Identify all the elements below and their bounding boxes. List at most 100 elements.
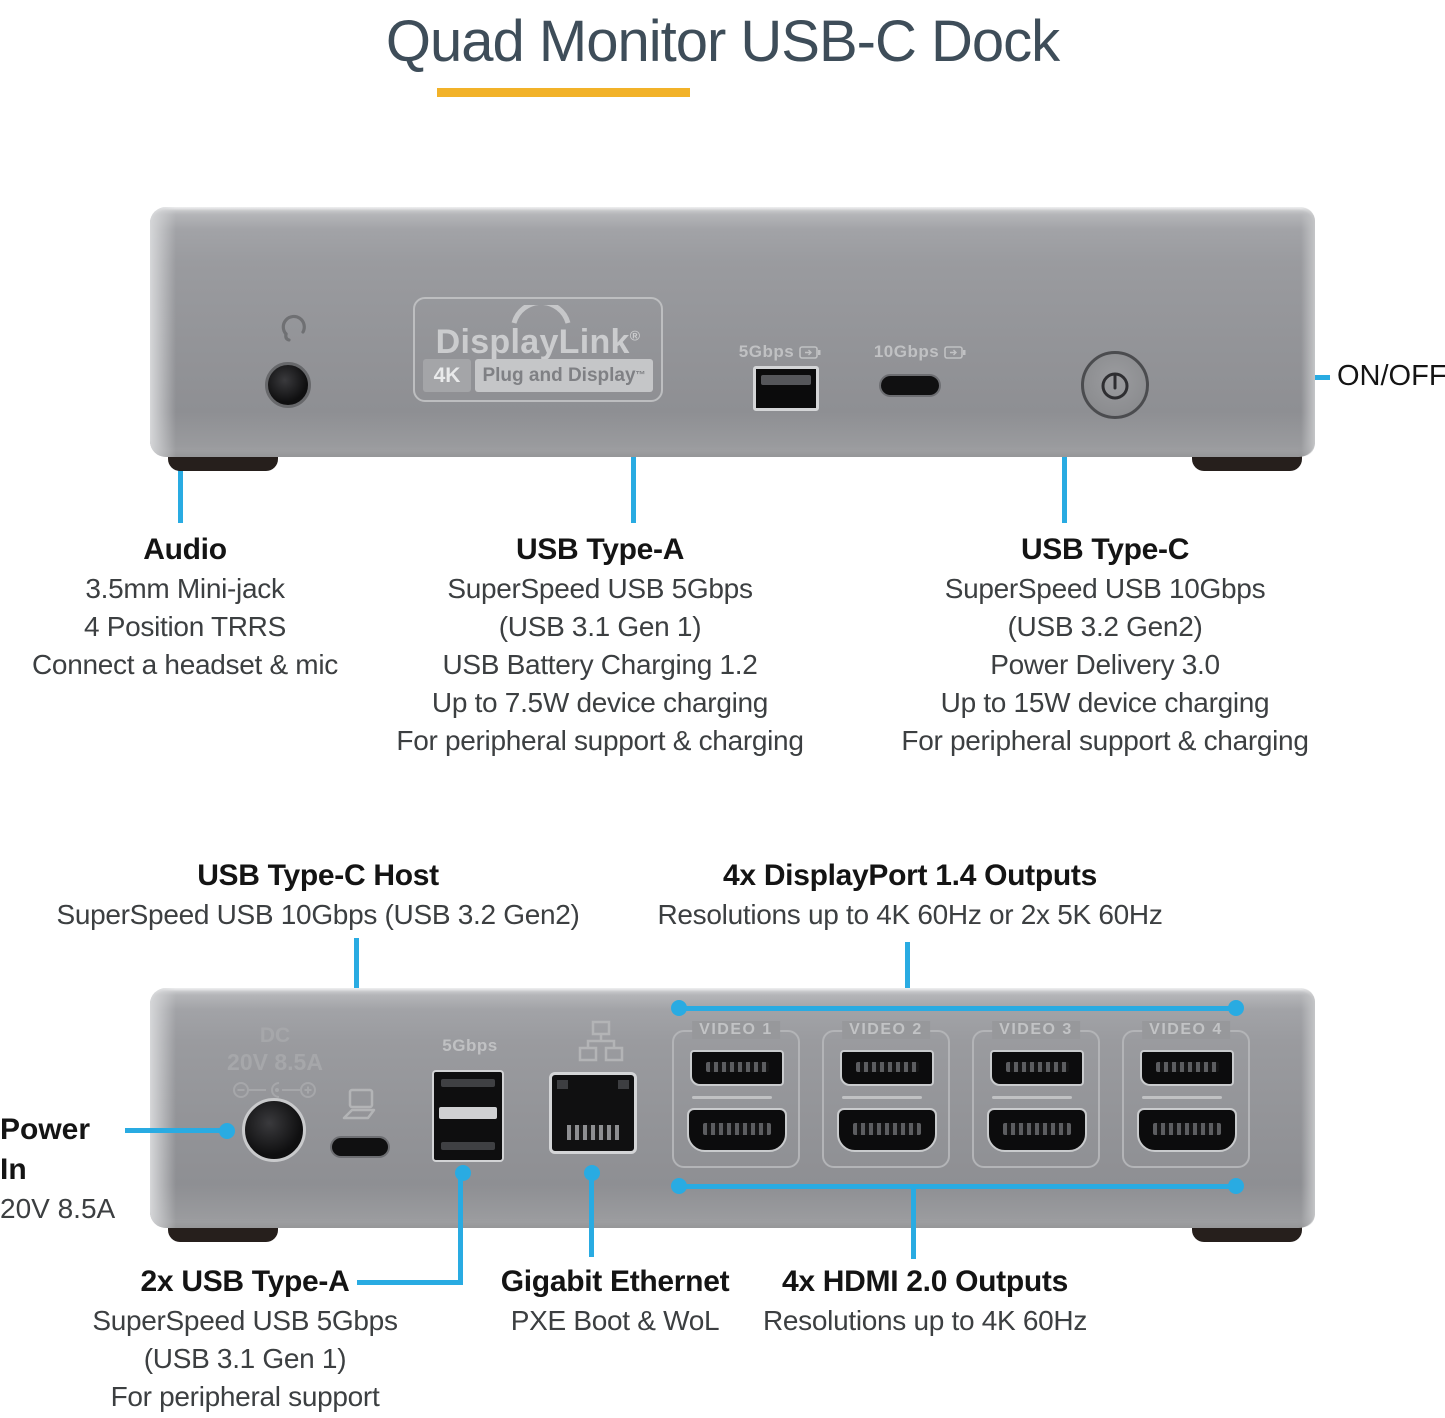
power-in-callout-title: Power In — [0, 1113, 91, 1186]
dc-label-line-2: 20V 8.5A — [227, 1049, 323, 1075]
video-group-4: VIDEO 4 — [1122, 1021, 1250, 1168]
displayport-callout-line-1: Resolutions up to 4K 60Hz or 2x 5K 60Hz — [657, 899, 1163, 930]
back-usb-speed-label: 5Gbps — [442, 1036, 498, 1055]
dc-power-jack — [242, 1098, 306, 1162]
video-group-label: VIDEO 2 — [842, 1021, 930, 1039]
usb-a-2x-callout-line-2: (USB 3.1 Gen 1) — [143, 1343, 347, 1374]
hdmi-pins — [1153, 1122, 1221, 1135]
usb-a-callout-line-5: For peripheral support & charging — [396, 725, 804, 756]
displayport-callout-title: 4x DisplayPort 1.4 Outputs — [723, 859, 1097, 892]
usb-c-callout-label: USB Type-C SuperSpeed USB 10Gbps (USB 3.… — [865, 530, 1345, 760]
hdmi-callout-title: 4x HDMI 2.0 Outputs — [781, 1265, 1068, 1298]
port-divider — [992, 1096, 1072, 1099]
hdmi-pins — [1003, 1122, 1071, 1135]
usb-c-host-callout-title: USB Type-C Host — [197, 859, 439, 892]
video-group-3: VIDEO 3 — [972, 1021, 1100, 1168]
usb-c-speed-label: 10Gbps — [860, 342, 980, 362]
dp-pins — [705, 1062, 769, 1072]
hdmi-pins — [703, 1122, 771, 1135]
onoff-label: ON/OFF — [1337, 360, 1445, 392]
hdmi-callout-line-1: Resolutions up to 4K 60Hz — [762, 1305, 1088, 1336]
rj45-clip — [556, 1079, 569, 1089]
ethernet-port — [549, 1072, 637, 1154]
dock-right-edge — [1301, 207, 1315, 457]
ethernet-callout-title: Gigabit Ethernet — [500, 1265, 730, 1298]
usb-a-callout-line-4: Up to 7.5W device charging — [431, 687, 769, 718]
ethernet-callout-label: Gigabit Ethernet PXE Boot & WoL — [465, 1262, 765, 1340]
displayport-bracket-dot-right — [1228, 1000, 1244, 1016]
usb-c-callout-line-5: For peripheral support & charging — [901, 725, 1309, 756]
usb-a-port-front — [753, 366, 819, 411]
usb-a-2x-callout-line — [458, 1173, 463, 1285]
usb-a-2x-callout-title: 2x USB Type-A — [140, 1265, 350, 1298]
usb-c-callout-line — [1062, 391, 1067, 523]
usb-a-2x-callout-line-1: SuperSpeed USB 5Gbps — [92, 1305, 398, 1336]
page-title: Quad Monitor USB-C Dock — [385, 9, 1060, 74]
ethernet-callout-line — [589, 1173, 594, 1257]
usb-a-tongue — [440, 1142, 496, 1151]
power-in-callout-label: Power In 20V 8.5A — [0, 1110, 118, 1228]
headset-icon — [281, 314, 306, 342]
usb-a-callout-title: USB Type-A — [515, 533, 685, 566]
hdmi-port-4 — [1137, 1108, 1237, 1152]
audio-callout-line-1: 3.5mm Mini-jack — [85, 573, 285, 604]
displaylink-arc-icon — [511, 305, 571, 324]
usb-a-ports-2x — [432, 1070, 504, 1162]
video-group-label: VIDEO 3 — [992, 1021, 1080, 1039]
usb-c-callout-line-4: Up to 15W device charging — [940, 687, 1270, 718]
battery-charging-icon — [799, 345, 821, 359]
dp-pins — [855, 1062, 919, 1072]
dp-pins — [1155, 1062, 1219, 1072]
usb-a-callout-line — [631, 391, 636, 523]
audio-callout-line-3: Connect a headset & mic — [32, 649, 338, 680]
laptop-icon — [342, 1088, 376, 1120]
hdmi-port-2 — [837, 1108, 937, 1152]
usb-a-tongue — [760, 375, 812, 385]
hdmi-port-1 — [687, 1108, 787, 1152]
displayport-port-3 — [990, 1050, 1084, 1086]
dock-back-view: DC 20V 8.5A 5Gbps — [150, 988, 1315, 1228]
rj45-clip — [617, 1079, 630, 1089]
usb-c-callout-line-1: SuperSpeed USB 10Gbps — [944, 573, 1266, 604]
usb-c-callout-line-3: Power Delivery 3.0 — [990, 649, 1220, 680]
displayport-callout-label: 4x DisplayPort 1.4 Outputs Resolutions u… — [600, 856, 1220, 934]
video-group-label: VIDEO 4 — [1142, 1021, 1230, 1039]
ethernet-icon — [578, 1020, 624, 1062]
audio-callout-line-2: 4 Position TRRS — [84, 611, 286, 642]
battery-charging-icon — [944, 345, 966, 359]
port-divider — [692, 1096, 772, 1099]
usb-a-tongue — [439, 1107, 497, 1119]
hdmi-port-3 — [987, 1108, 1087, 1152]
hdmi-pins — [853, 1122, 921, 1135]
displayport-port-2 — [840, 1050, 934, 1086]
displaylink-logo-text: DisplayLink® — [435, 323, 641, 361]
power-in-callout-line-1: 20V 8.5A — [0, 1193, 116, 1224]
audio-jack-port — [265, 362, 311, 408]
port-divider — [842, 1096, 922, 1099]
displaylink-4k-badge: 4K — [423, 359, 471, 392]
usb-a-callout-line-3: USB Battery Charging 1.2 — [442, 649, 758, 680]
hdmi-callout-label: 4x HDMI 2.0 Outputs Resolutions up to 4K… — [730, 1262, 1120, 1340]
power-icon — [1101, 372, 1129, 400]
power-in-callout-dot — [219, 1123, 235, 1139]
usb-c-callout-line-2: (USB 3.2 Gen2) — [1007, 611, 1203, 642]
port-divider — [1142, 1096, 1222, 1099]
usb-a-callout-line-2: (USB 3.1 Gen 1) — [498, 611, 702, 642]
dp-pins — [1005, 1062, 1069, 1072]
usb-c-host-callout-line-1: SuperSpeed USB 10Gbps (USB 3.2 Gen2) — [56, 899, 580, 930]
displayport-port-1 — [690, 1050, 784, 1086]
displayport-port-4 — [1140, 1050, 1234, 1086]
usb-c-host-callout-label: USB Type-C Host SuperSpeed USB 10Gbps (U… — [38, 856, 598, 934]
usb-c-callout-title: USB Type-C — [1020, 533, 1190, 566]
video-group-2: VIDEO 2 — [822, 1021, 950, 1168]
title-underline — [437, 88, 690, 97]
audio-callout-label: Audio 3.5mm Mini-jack 4 Position TRRS Co… — [5, 530, 365, 684]
audio-callout-title: Audio — [143, 533, 227, 566]
hdmi-bracket-dot-left — [671, 1178, 687, 1194]
usb-c-host-port — [330, 1136, 390, 1158]
dc-label-line-1: DC — [259, 1024, 291, 1047]
